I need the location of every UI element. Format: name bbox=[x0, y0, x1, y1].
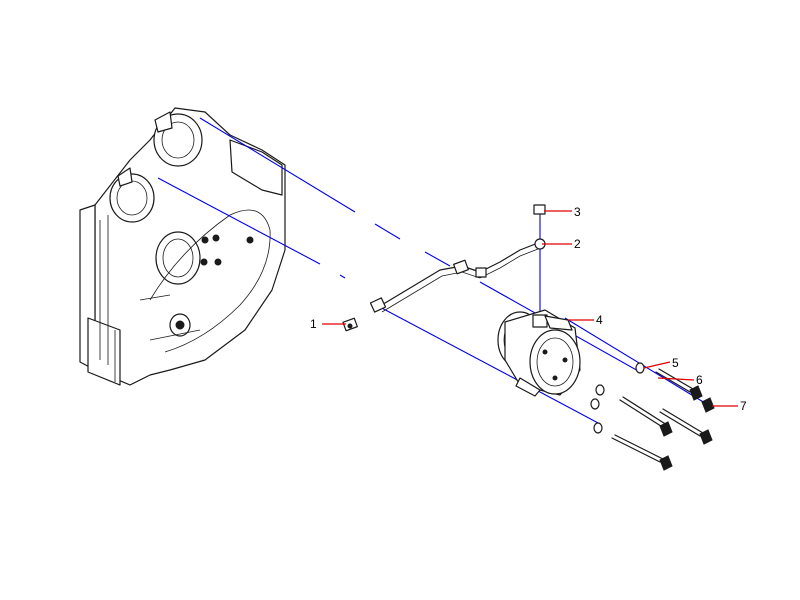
pump-assembly bbox=[497, 309, 581, 397]
callout-3: 3 bbox=[574, 205, 581, 219]
oil-tube-assembly bbox=[369, 238, 546, 313]
callout-4: 4 bbox=[596, 313, 603, 327]
top-bolt bbox=[533, 204, 546, 222]
callout-2: 2 bbox=[574, 237, 581, 251]
callout-6: 6 bbox=[696, 373, 703, 387]
callout-leaders bbox=[322, 210, 738, 407]
banjo-bolt bbox=[342, 317, 358, 332]
assembly-axis-lines bbox=[157, 117, 706, 425]
flywheel-housing bbox=[79, 107, 286, 386]
callout-5: 5 bbox=[672, 356, 679, 370]
callout-labels: 1 2 3 4 5 6 7 bbox=[310, 205, 747, 413]
fastener-set bbox=[590, 362, 715, 471]
callout-1: 1 bbox=[310, 317, 317, 331]
callout-7: 7 bbox=[740, 399, 747, 413]
